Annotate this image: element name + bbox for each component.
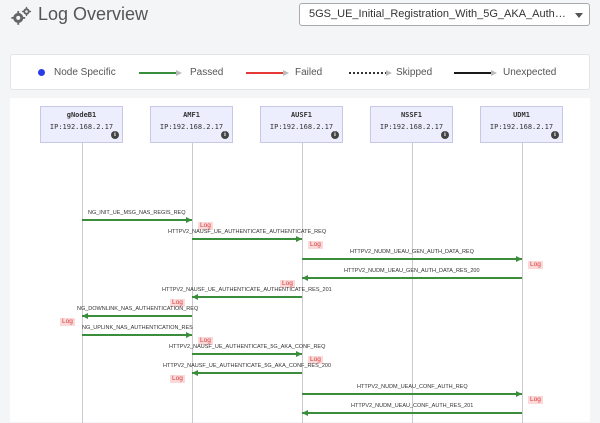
page-title: Log Overview — [38, 4, 149, 24]
node-ip: IP:192.168.2.17 — [379, 123, 444, 131]
lifeline-gnodeb1 — [82, 143, 83, 423]
info-icon[interactable]: i — [441, 131, 449, 139]
message-label: HTTPV2_NUDM_UEAU_CONF_AUTH_RES_201 — [351, 403, 474, 409]
unexpected-line-icon — [454, 70, 497, 76]
legend-label: Failed — [295, 67, 323, 78]
message-label: NG_DOWNLINK_NAS_AUTHENTICATION_REQ — [77, 306, 199, 312]
message-label: HTTPV2_NUDM_UEAU_GEN_AUTH_DATA_REQ — [350, 249, 474, 255]
log-link[interactable]: Log — [60, 318, 75, 326]
message-line[interactable] — [192, 296, 302, 298]
arrowhead-icon — [186, 217, 192, 223]
legend-label: Skipped — [396, 67, 433, 78]
node-specific-dot-icon — [38, 69, 45, 76]
log-link[interactable]: Log — [170, 299, 185, 307]
message-label: NG_INIT_UE_MSG_NAS_REGIS_REQ — [88, 210, 186, 216]
message-line[interactable] — [302, 393, 522, 395]
message-label: HTTPV2_NAUSF_UE_AUTHENTICATE_5G_AKA_CONF… — [163, 363, 332, 369]
arrowhead-icon — [302, 275, 308, 281]
log-link[interactable]: Log — [280, 280, 295, 288]
lifeline-udm1 — [522, 143, 523, 423]
arrowhead-icon — [302, 410, 308, 416]
info-icon[interactable]: i — [331, 131, 339, 139]
node-name: UDM1 — [513, 111, 530, 119]
node-ip: IP:192.168.2.17 — [269, 123, 334, 131]
skipped-line-icon — [349, 70, 392, 76]
gear-icon[interactable] — [10, 6, 32, 28]
legend-label: Node Specific — [54, 67, 116, 78]
node-ip: IP:192.168.2.17 — [49, 123, 114, 131]
lifeline-ausf1 — [302, 143, 303, 423]
node-ip: IP:192.168.2.17 — [489, 123, 554, 131]
message-label: HTTPV2_NUDM_UEAU_GEN_AUTH_DATA_RES_200 — [344, 268, 480, 274]
legend-label: Passed — [190, 67, 224, 78]
log-link[interactable]: Log — [198, 337, 213, 345]
scenario-select-value: 5GS_UE_Initial_Registration_With_5G_AKA_… — [309, 8, 571, 20]
node-ip: IP:192.168.2.17 — [159, 123, 224, 131]
page-header: Log Overview 5GS_UE_Initial_Registration… — [0, 0, 600, 36]
log-link[interactable]: Log — [308, 241, 323, 249]
info-icon[interactable]: i — [111, 131, 119, 139]
message-label: NG_UPLINK_NAS_AUTHENTICATION_RES — [82, 325, 193, 331]
failed-line-icon — [246, 70, 289, 76]
log-link[interactable]: Log — [308, 356, 323, 364]
log-link[interactable]: Log — [528, 396, 543, 404]
arrowhead-icon — [516, 391, 522, 397]
node-name: gNodeB1 — [66, 111, 97, 119]
arrowhead-icon — [192, 370, 198, 376]
node-name: NSSF1 — [400, 111, 423, 119]
legend: Node Specific Passed Failed Skipped Unex… — [10, 54, 590, 90]
message-line[interactable] — [302, 258, 522, 260]
info-icon[interactable]: i — [221, 131, 229, 139]
arrowhead-icon — [82, 313, 88, 319]
arrowhead-icon — [296, 236, 302, 242]
arrowhead-icon — [296, 351, 302, 357]
node-name: AMF1 — [183, 111, 200, 119]
message-line[interactable] — [302, 277, 522, 279]
lifeline-nssf1 — [412, 143, 413, 423]
passed-line-icon — [139, 70, 182, 76]
arrowhead-icon — [516, 256, 522, 262]
message-label: HTTPV2_NAUSF_UE_AUTHENTICATE_5G_AKA_CONF… — [169, 344, 326, 350]
log-link[interactable]: Log — [528, 261, 543, 269]
message-label: HTTPV2_NAUSF_UE_AUTHENTICATE_AUTHENTICAT… — [162, 287, 332, 293]
message-label: HTTPV2_NAUSF_UE_AUTHENTICATE_AUTHENTICAT… — [168, 229, 327, 235]
message-label: HTTPV2_NUDM_UEAU_CONF_AUTH_REQ — [357, 384, 468, 390]
message-line[interactable] — [192, 372, 302, 374]
message-line[interactable] — [192, 353, 302, 355]
legend-label: Unexpected — [503, 67, 557, 78]
message-line[interactable] — [82, 315, 192, 317]
chevron-down-icon[interactable] — [575, 13, 583, 18]
lifeline-amf1 — [192, 143, 193, 423]
info-icon[interactable]: i — [551, 131, 559, 139]
message-line[interactable] — [82, 219, 192, 221]
node-name: AUSF1 — [290, 111, 313, 119]
message-line[interactable] — [302, 412, 522, 414]
message-line[interactable] — [82, 334, 192, 336]
arrowhead-icon — [192, 294, 198, 300]
scenario-select[interactable]: 5GS_UE_Initial_Registration_With_5G_AKA_… — [299, 3, 590, 26]
log-link[interactable]: Log — [198, 222, 213, 230]
arrowhead-icon — [186, 332, 192, 338]
message-line[interactable] — [192, 238, 302, 240]
log-link[interactable]: Log — [170, 375, 185, 383]
